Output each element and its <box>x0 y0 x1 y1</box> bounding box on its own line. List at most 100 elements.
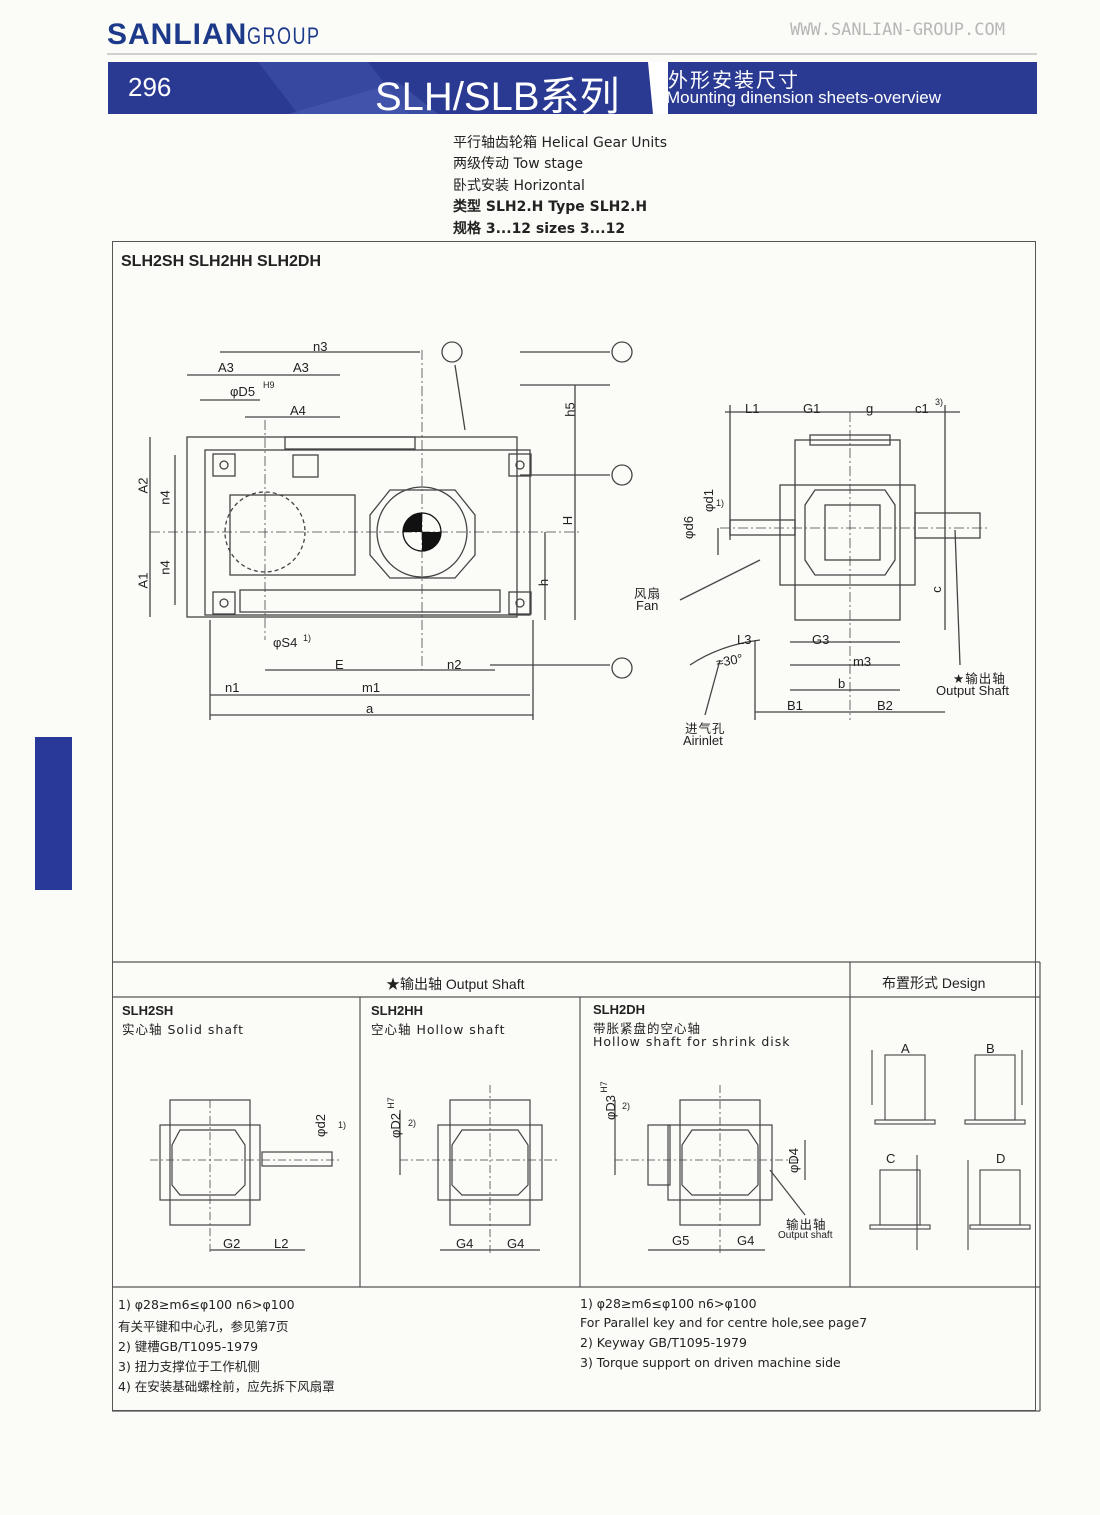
airinlet-label-en: Airinlet <box>683 733 723 748</box>
dim-label: h <box>536 578 552 587</box>
dim-label: A4 <box>290 403 306 418</box>
dim-label: n4 <box>157 560 173 575</box>
dim-label: 1) <box>716 498 725 508</box>
dim-label: 2) <box>622 1101 631 1111</box>
panel-desc-hh: 空心轴 Hollow shaft <box>371 1022 506 1037</box>
dim-label: φD5 <box>230 384 256 399</box>
dim-label: B2 <box>877 698 893 713</box>
dim-label: A2 <box>135 477 151 494</box>
airinlet-label-cn: 进气孔 <box>685 721 726 736</box>
panel-model-dh: SLH2DH <box>593 1002 646 1017</box>
dim-label: n4 <box>157 490 173 505</box>
dim-label: c <box>928 586 944 593</box>
note-en-1: 1) φ28≥m6≤φ100 n6>φ100 <box>580 1296 757 1311</box>
dim-label: c1 <box>915 401 929 416</box>
panel-desc2-dh: Hollow shaft for shrink disk <box>593 1034 791 1049</box>
output-shaft-label-cn: ★输出轴 <box>953 671 1006 686</box>
panel-model-sh: SLH2SH <box>122 1003 174 1018</box>
spec-line-mounting: 卧式安装 Horizontal <box>453 178 585 194</box>
note-cn-2: 2) 键槽GB/T1095-1979 <box>118 1339 259 1354</box>
spec-line-model: 类型 SLH2.H Type SLH2.H <box>453 199 648 215</box>
dim-label: G4 <box>737 1233 755 1248</box>
dim-label: L2 <box>274 1236 289 1251</box>
output-bearing-circle <box>376 486 468 578</box>
models-title: SLH2SH SLH2HH SLH2DH <box>121 253 322 270</box>
dim-label: n3 <box>313 339 328 354</box>
output-shaft-cn: 输出轴 <box>786 1217 827 1232</box>
note-cn-3: 3) 扭力支撑位于工作机侧 <box>118 1359 260 1374</box>
spec-line-stage: 两级传动 Tow stage <box>453 156 583 172</box>
dim-label: φd1 <box>700 489 716 512</box>
dim-label: φD3 <box>603 1094 619 1121</box>
dim-label: G4 <box>507 1236 525 1251</box>
dim-label: 3) <box>935 397 944 407</box>
title-english: Mounting dinension sheets-overview <box>666 88 941 107</box>
fan-label-en: Fan <box>636 598 659 613</box>
dim-label: a <box>366 701 374 716</box>
page-number: 296 <box>128 72 172 102</box>
design-section-title: 布置形式 Design <box>882 975 986 991</box>
series-title: SLH/SLB系列 <box>375 75 620 119</box>
hollow-shaft-view <box>399 1085 560 1255</box>
dim-label: m3 <box>853 654 872 669</box>
output-shaft-en: Output shaft <box>778 1230 833 1241</box>
title-chinese: 外形安装尺寸 <box>668 68 800 92</box>
output-shaft-section-title: ★输出轴 Output Shaft <box>386 976 525 992</box>
dim-label: E <box>335 657 344 672</box>
title-banner <box>108 62 1037 114</box>
dim-label: 1) <box>338 1120 347 1130</box>
brand-sub: GROUP <box>247 23 321 50</box>
dim-label: 1) <box>303 633 312 643</box>
dim-label: H7 <box>598 1081 609 1093</box>
dim-label: L1 <box>745 401 760 416</box>
dim-label: φD4 <box>786 1147 802 1174</box>
dim-label: φd2 <box>312 1114 328 1137</box>
website-url[interactable]: WWW.SANLIAN-GROUP.COM <box>790 20 1005 40</box>
panel-desc-sh: 实心轴 Solid shaft <box>122 1022 245 1037</box>
dim-label: m1 <box>362 680 381 695</box>
dim-label: G5 <box>672 1233 690 1248</box>
dim-label: L3 <box>737 632 752 647</box>
note-en-2: 2) Keyway GB/T1095-1979 <box>580 1335 747 1350</box>
dim-label: n2 <box>447 657 462 672</box>
output-shaft-label-en: Output Shaft <box>936 683 1009 698</box>
note-cn-4: 4) 在安装基础螺栓前，应先拆下风扇罩 <box>118 1379 335 1394</box>
torque-symbol <box>441 341 463 363</box>
note-cn-1b: 有关平键和中心孔，参见第7页 <box>118 1319 289 1334</box>
dim-label: B1 <box>787 698 803 713</box>
dim-label: φd6 <box>680 516 696 539</box>
dim-label: A3 <box>293 360 309 375</box>
spec-line-sizes: 规格 3...12 sizes 3...12 <box>453 221 626 237</box>
fan-label-cn: 风扇 <box>634 586 662 601</box>
note-en-3: 3) Torque support on driven machine side <box>580 1355 841 1370</box>
shrink-disk-view <box>614 1085 806 1255</box>
header-divider <box>107 53 1037 55</box>
brand-main: SANLIAN <box>107 18 248 51</box>
dim-label: G1 <box>803 401 821 416</box>
banner-decoration <box>258 62 668 114</box>
dim-label: b <box>838 676 846 691</box>
spec-line-type: 平行轴齿轮箱 Helical Gear Units <box>453 135 668 151</box>
note-en-1b: For Parallel key and for centre hole,see… <box>580 1315 868 1330</box>
panel-desc-dh: 带胀紧盘的空心轴 <box>593 1021 702 1036</box>
solid-shaft-view <box>150 1099 340 1255</box>
dim-label: A1 <box>135 572 151 589</box>
design-arrangements <box>869 1050 1031 1250</box>
dim-label: G4 <box>456 1236 474 1251</box>
side-tab-marker <box>35 737 72 890</box>
dim-label: H9 <box>263 380 275 390</box>
gearbox-body-front <box>794 439 901 621</box>
dim-label: φD2 <box>388 1112 404 1139</box>
design-b-label: B <box>986 1041 995 1056</box>
design-a-label: A <box>901 1041 910 1056</box>
design-d-label: D <box>996 1151 1006 1166</box>
dim-label: φS4 <box>273 635 298 650</box>
dim-label: H <box>560 515 576 526</box>
panel-model-hh: SLH2HH <box>371 1003 424 1018</box>
dim-label: 2) <box>408 1118 417 1128</box>
brand-logo: SANLIANGROUP <box>107 18 345 52</box>
design-c-label: C <box>886 1151 896 1166</box>
dim-label: g <box>866 401 874 416</box>
dim-label: A3 <box>218 360 234 375</box>
